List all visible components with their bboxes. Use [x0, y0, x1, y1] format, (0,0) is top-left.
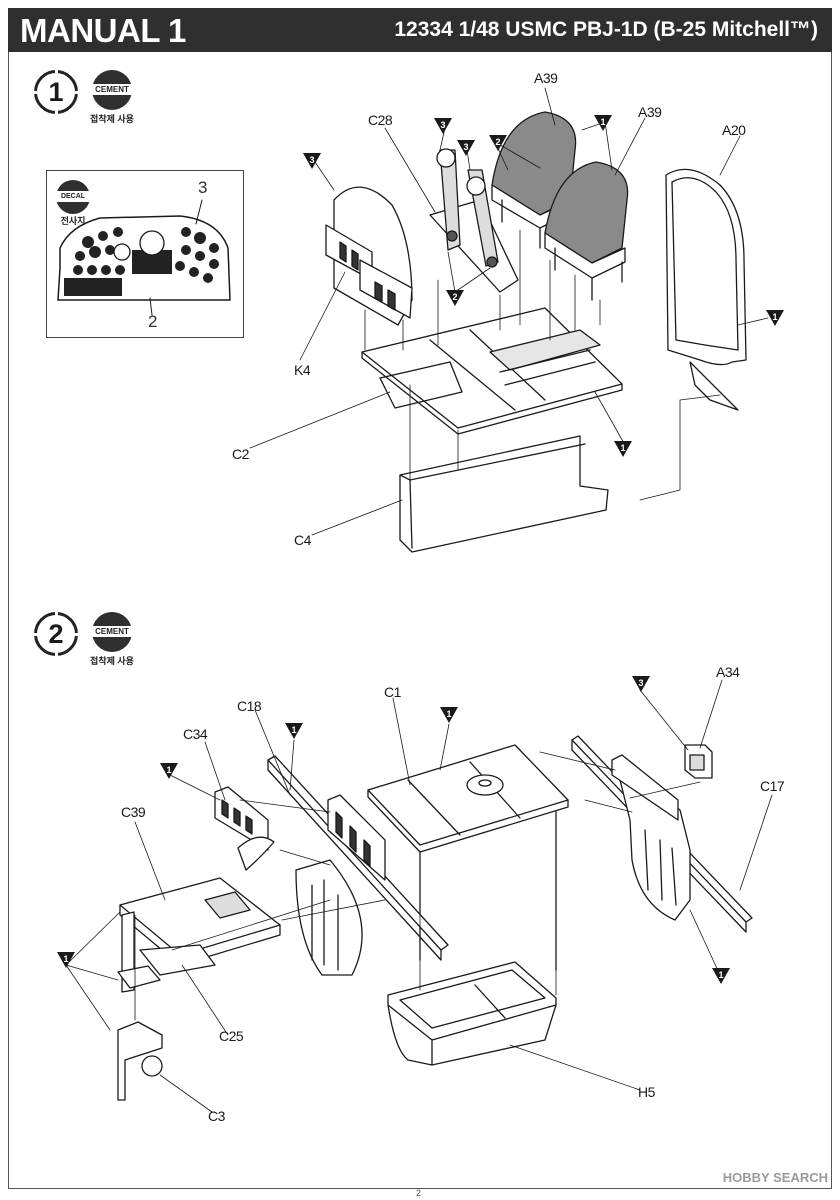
assembly-lines-step1: [364, 229, 721, 501]
svg-text:3: 3: [638, 678, 643, 688]
decal-callout-2: 2: [148, 312, 158, 331]
cement-caption: 접착제 사용: [90, 656, 134, 666]
step-2-number: 2: [32, 610, 80, 658]
decal-panel-illustration: [57, 199, 231, 316]
watermark: HOBBY SEARCH: [722, 1170, 828, 1185]
svg-text:3: 3: [463, 142, 468, 152]
manual-header: MANUAL 1 12334 1/48 USMC PBJ-1D (B-25 Mi…: [8, 8, 832, 52]
part-label-c3: C3: [208, 1108, 225, 1124]
manual-title: MANUAL 1: [20, 12, 186, 49]
control-column-part: [429, 148, 519, 293]
part-label-c1: C1: [384, 684, 401, 700]
part-label-c28: C28: [368, 112, 393, 128]
svg-text:1: 1: [772, 312, 777, 322]
cement-caption: 접착제 사용: [90, 114, 134, 124]
svg-text:1: 1: [166, 765, 171, 775]
center-floor-part: [367, 744, 569, 971]
part-label-a39: A39: [534, 70, 558, 86]
assembly-lines-step2: [134, 751, 701, 1021]
part-label-c4: C4: [294, 532, 311, 548]
floor-plate-part: [361, 307, 623, 435]
part-label-h5: H5: [638, 1084, 655, 1100]
svg-text:3: 3: [440, 120, 445, 130]
svg-text:1: 1: [620, 443, 625, 453]
decal-callout-3: 3: [198, 178, 208, 197]
decal-inset: [46, 170, 244, 338]
part-label-c18: C18: [237, 698, 262, 714]
part-label-c17: C17: [760, 778, 785, 794]
part-label-k4: K4: [294, 362, 311, 378]
svg-text:2: 2: [452, 292, 457, 302]
marker-glyphs: [57, 115, 784, 984]
product-title: 12334 1/48 USMC PBJ-1D (B-25 Mitchell™): [394, 18, 818, 41]
instrument-panel-part: [325, 186, 413, 326]
cement-icon: CEMENT: [92, 70, 132, 110]
svg-text:2: 2: [495, 137, 500, 147]
part-label-c39: C39: [121, 804, 146, 820]
svg-text:3: 3: [309, 155, 314, 165]
bracket-part: [684, 744, 713, 779]
svg-text:1: 1: [63, 954, 68, 964]
leader-lines-step1: [249, 87, 769, 536]
page-frame: [8, 52, 832, 1189]
radio-panel-part: [214, 786, 275, 871]
decal-caption: 전사지: [60, 216, 86, 226]
cement-icon: CEMENT: [92, 612, 132, 652]
decal-icon: DECAL: [56, 180, 90, 214]
storage-bin-part: [387, 961, 557, 1066]
leader-lines-step2: [65, 679, 773, 1113]
part-label-c2: C2: [232, 446, 249, 462]
cockpit-frame-part: [665, 168, 747, 411]
rear-bulkhead-part: [399, 435, 609, 553]
seat-part: [491, 111, 629, 301]
page-number: 2: [416, 1188, 422, 1198]
part-label-c34: C34: [183, 726, 208, 742]
part-label-a39-2: A39: [638, 104, 662, 120]
part-label-c25: C25: [219, 1028, 244, 1044]
part-label-a20: A20: [722, 122, 746, 138]
step-1-number: 1: [32, 68, 80, 116]
svg-text:1: 1: [718, 970, 723, 980]
part-label-a34: A34: [716, 664, 740, 680]
svg-text:1: 1: [291, 725, 296, 735]
nav-station-part: [117, 877, 281, 1101]
svg-text:1: 1: [446, 709, 451, 719]
svg-text:1: 1: [600, 117, 605, 127]
marker-numbers: 3 3 3 2 1 2 1 1 1 1 3 1 1 1: [63, 117, 777, 980]
side-console-part: [295, 754, 691, 976]
